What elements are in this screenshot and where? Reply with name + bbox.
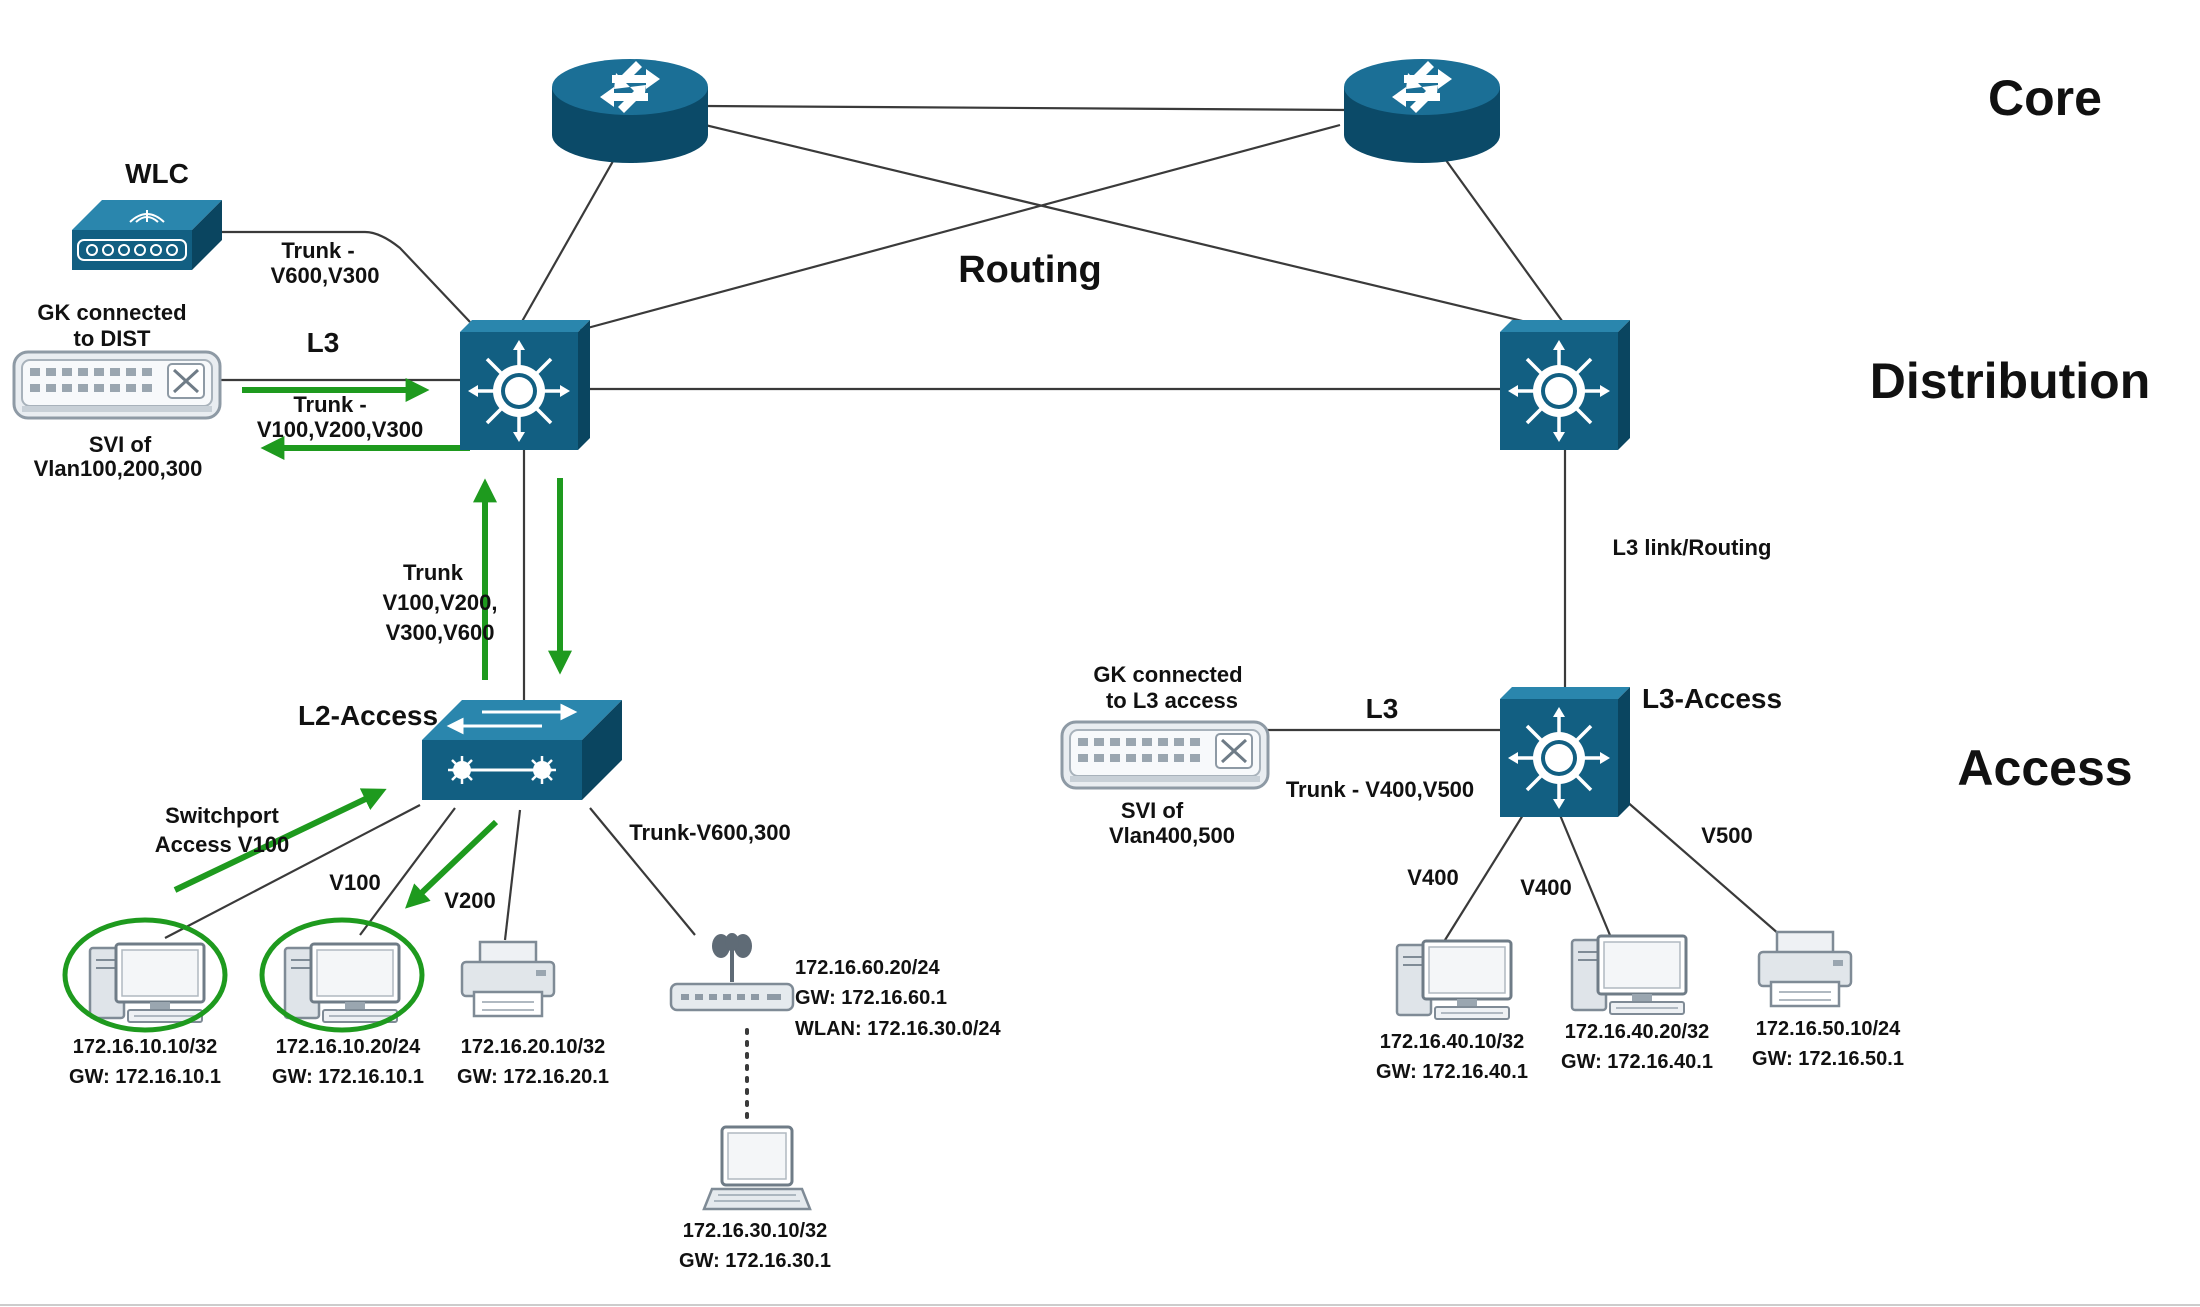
dist-switch-1[interactable] [460,320,590,450]
links [164,104,1781,1127]
dist-switch-2[interactable] [1500,320,1630,450]
printer2-ip: 172.16.50.10/24 [1756,1018,1901,1040]
printer1-gw: GW: 172.16.20.1 [457,1066,609,1088]
pc2-gw: GW: 172.16.10.1 [272,1066,424,1088]
l3-left-label: L3 [307,327,340,358]
pc-3[interactable] [1395,939,1513,1021]
printer1-ip: 172.16.20.10/32 [461,1036,606,1058]
pc1-ip: 172.16.10.10/32 [73,1036,218,1058]
link-core-core [704,104,1351,112]
trunk-dist-label-1: Trunk [403,560,464,585]
l3-access-switch[interactable] [1500,687,1630,817]
l3-right-label: L3 [1366,693,1399,724]
gk-access-label-2: to L3 access [1106,688,1238,713]
laptop[interactable] [702,1125,812,1211]
pc3-gw: GW: 172.16.40.1 [1376,1061,1528,1083]
link-wlc-dist1 [215,230,471,323]
tier-distribution: Distribution [1870,353,2151,409]
l3-access-label: L3-Access [1642,683,1782,714]
switchport-label-1: Switchport [165,803,279,828]
v100-label: V100 [329,870,380,895]
svi-right-label-2: Vlan400,500 [1109,823,1235,848]
link-l2-pc1 [164,804,421,939]
link-core1-dist1 [519,139,626,326]
wlc-label: WLC [125,158,189,189]
trunk-wlc-label-2: V600,V300 [271,263,380,288]
arrow-switch-to-pc2 [405,819,499,909]
laptop-ip: 172.16.30.10/32 [683,1220,828,1242]
svi-left-label-1: SVI of [89,432,152,457]
access-point[interactable] [669,932,795,1012]
pc1-gw: GW: 172.16.10.1 [69,1066,221,1088]
ap-wlan: WLAN: 172.16.30.0/24 [795,1018,1002,1040]
link-l3-printer2 [1624,799,1781,936]
trunk-ap-label: Trunk-V600,300 [629,820,790,845]
trunk-gk-label-1: Trunk - [293,392,366,417]
pc3-ip: 172.16.40.10/32 [1380,1031,1525,1053]
gk-access-device[interactable] [1060,720,1270,790]
pc-2[interactable] [283,942,401,1024]
v500-label: V500 [1701,823,1752,848]
v400-label-a: V400 [1407,865,1458,890]
printer-1[interactable] [460,940,556,1018]
tier-access: Access [1957,740,2132,796]
link-l3-pc4 [1558,814,1614,941]
trunk-dist-label-3: V300,V600 [386,620,495,645]
arrow-pc1-to-switch [173,788,387,893]
link-core2-dist2 [1434,144,1566,326]
trunk-wlc-label-1: Trunk - [281,238,354,263]
switchport-label-2: Access V100 [155,832,290,857]
wlc-device[interactable] [72,200,222,270]
routing-label: Routing [958,249,1102,291]
link-core1-dist2 [704,123,1561,332]
printer2-gw: GW: 172.16.50.1 [1752,1048,1904,1070]
core-router-2[interactable] [1344,59,1500,163]
gk-dist-label-2: to DIST [74,326,152,351]
gk-dist-label-1: GK connected [37,300,186,325]
link-l3-pc3 [1444,814,1524,941]
gk-access-label-1: GK connected [1093,662,1242,687]
ap-ip: 172.16.60.20/24 [795,957,940,979]
printer-2[interactable] [1757,930,1853,1008]
pc4-gw: GW: 172.16.40.1 [1561,1051,1713,1073]
trunk-gk-label-2: V100,V200,V300 [257,417,423,442]
laptop-gw: GW: 172.16.30.1 [679,1250,831,1272]
link-l2-pc2 [359,807,456,936]
l2-access-switch[interactable] [422,700,622,800]
link-l2-printer [503,809,522,941]
v400-label-b: V400 [1520,875,1571,900]
l2-access-label: L2-Access [298,700,438,731]
gk-dist-device[interactable] [12,350,222,420]
tier-core: Core [1988,70,2102,126]
svi-right-label-1: SVI of [1121,798,1184,823]
link-core2-dist1 [579,123,1341,332]
link-l2-ap [589,807,696,936]
pc-4[interactable] [1570,934,1688,1016]
core-router-1[interactable] [552,59,708,163]
trunk-dist-label-2: V100,V200, [383,590,498,615]
svi-left-label-2: Vlan100,200,300 [34,456,203,481]
traffic-arrows [173,378,572,909]
ap-gw: GW: 172.16.60.1 [795,987,947,1009]
pc4-ip: 172.16.40.20/32 [1565,1021,1710,1043]
highlight-ring-pc1 [62,917,228,1033]
v200-label: V200 [444,888,495,913]
trunk-gk-right-label: Trunk - V400,V500 [1286,777,1474,802]
pc2-ip: 172.16.10.20/24 [276,1036,421,1058]
pc-1[interactable] [88,942,206,1024]
highlight-ring-pc2 [259,917,425,1033]
l3-link-label: L3 link/Routing [1613,535,1772,560]
